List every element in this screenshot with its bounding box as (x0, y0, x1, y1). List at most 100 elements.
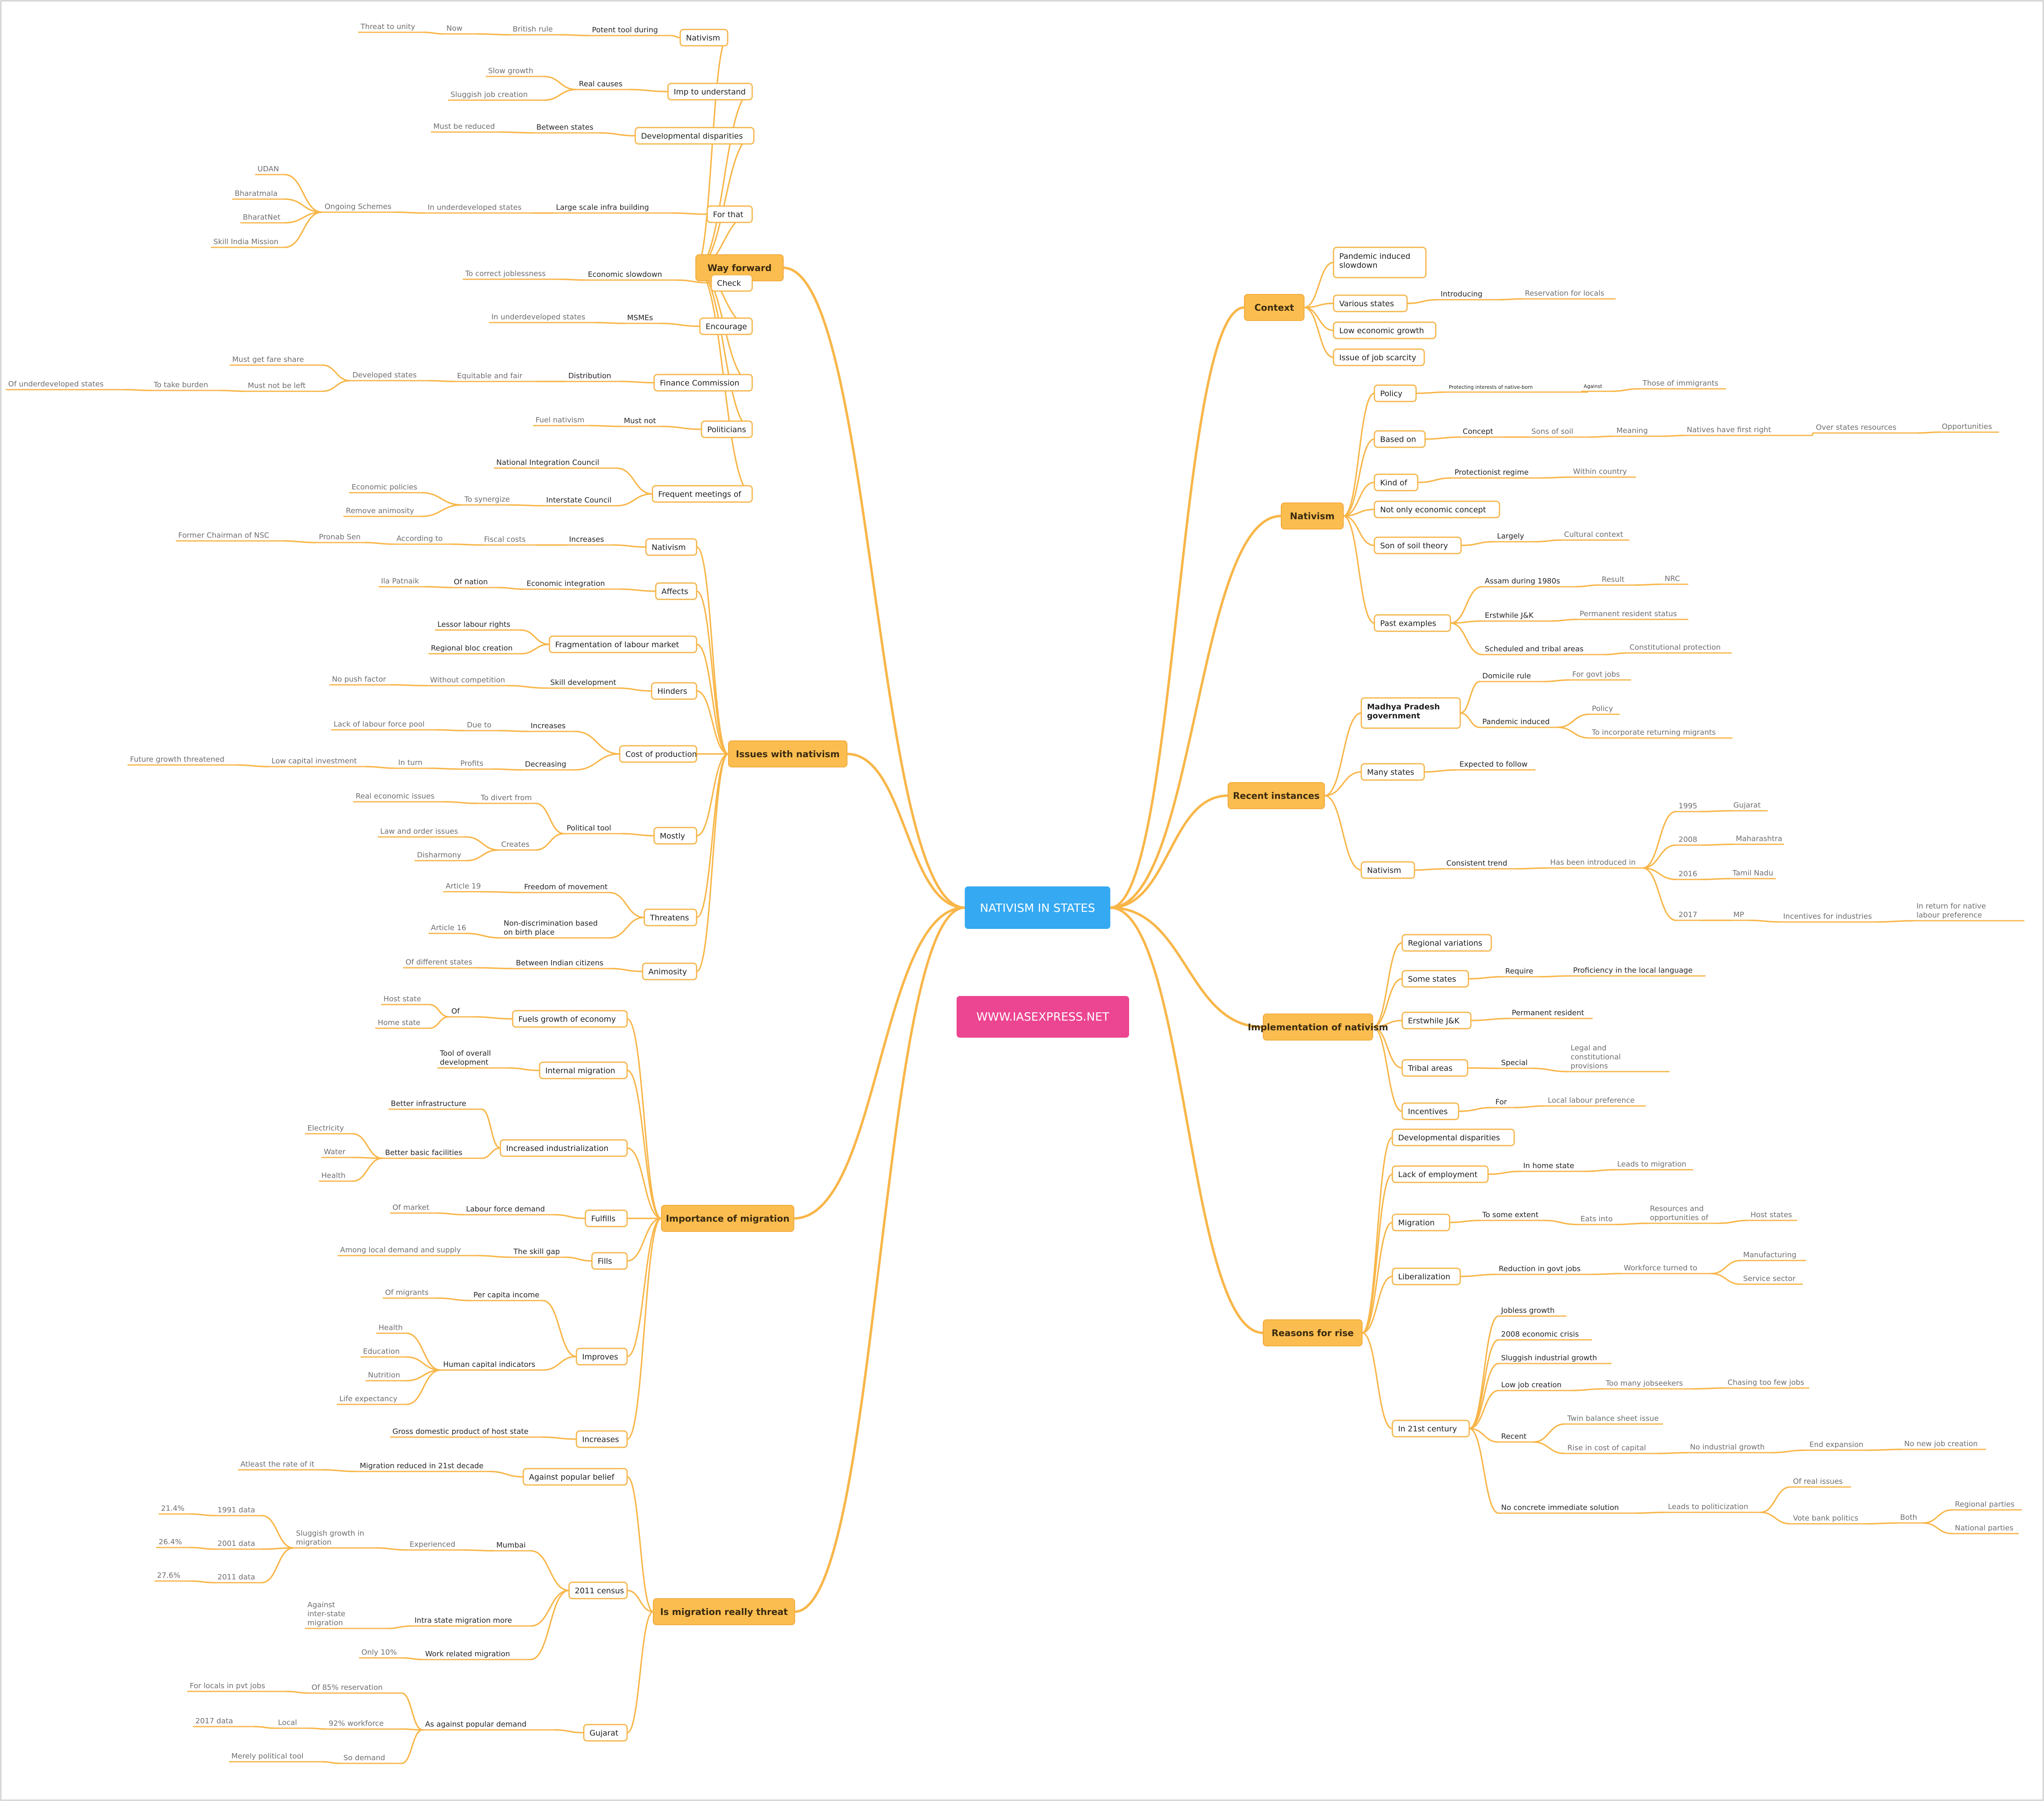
leaf-nat_bo_opp: Opportunities (1942, 422, 1992, 431)
connector-ion (1110, 906, 1264, 1028)
topic-iss_thr[interactable] (643, 908, 697, 926)
branch-iss[interactable] (728, 740, 847, 767)
branch-rfr[interactable] (1263, 1319, 1363, 1346)
topic-wf_pol[interactable] (701, 420, 753, 438)
leaf-wf_pol_mn: Must not (624, 417, 656, 425)
topic-iss_frag[interactable] (549, 635, 697, 653)
topic-iss_nat[interactable] (645, 538, 697, 556)
topic-nat_noec[interactable] (1374, 500, 1500, 518)
topic-ctx_leg[interactable] (1333, 321, 1437, 339)
leaf-iss_most_rei: Real economic issues (356, 792, 435, 801)
topic-nat_sst[interactable] (1374, 536, 1462, 554)
connector-iss_cop_inc (574, 731, 620, 755)
topic-iss_ani[interactable] (642, 962, 697, 980)
leaf-imp_fge_hs: Host state (383, 995, 421, 1003)
topic-wf_nat[interactable] (679, 29, 728, 47)
leaf-ri_mp_dr: Domicile rule (1482, 672, 1531, 680)
topic-imp_inc[interactable] (576, 1430, 628, 1448)
topic-rfr_loe[interactable] (1392, 1165, 1489, 1183)
connector-ctx_vs_int (1407, 299, 1439, 304)
connector-ion_inc (1372, 1026, 1403, 1112)
branch-imp[interactable] (661, 1205, 794, 1232)
topic-ri_nat[interactable] (1360, 861, 1415, 879)
topic-thr_guj[interactable] (583, 1724, 628, 1742)
leaf-rfr_21_jg: Jobless growth (1501, 1306, 1555, 1315)
connector-ri_mah (1701, 843, 1734, 846)
topic-nat_pe[interactable] (1374, 614, 1451, 632)
connector-wf_ft_lsi (672, 212, 708, 215)
leaf-wf_nat_thr: Threat to unity (360, 22, 415, 31)
leaf-thr_guj_flp: For locals in pvt jobs (190, 1682, 265, 1690)
topic-rfr_mig[interactable] (1392, 1213, 1450, 1231)
branch-thr[interactable] (653, 1598, 795, 1625)
connector-iss_thr_a19 (480, 891, 522, 893)
topic-nat_pol[interactable] (1374, 384, 1417, 402)
topic-label-imp_fge: Fuels growth of economy (518, 1015, 616, 1024)
leaf-ion_inc_llp: Local labour preference (1548, 1096, 1635, 1105)
leaf-wf_fc_mgfs: Must get fare share (232, 355, 304, 364)
topic-imp_im[interactable] (539, 1061, 628, 1079)
topic-imp_ful[interactable] (585, 1209, 628, 1227)
connector-wf_fm_isc (616, 493, 653, 507)
topic-ri_mp[interactable] (1360, 697, 1461, 729)
branch-nat[interactable] (1281, 502, 1344, 529)
root-node[interactable] (965, 886, 1110, 929)
topic-label-nat_pe: Past examples (1380, 619, 1436, 628)
branch-ri[interactable] (1228, 782, 1325, 809)
topic-thr_apb[interactable] (522, 1468, 628, 1486)
topic-iss_cop[interactable] (619, 745, 697, 763)
topic-imp_fge[interactable] (512, 1010, 628, 1028)
topic-imp_ii[interactable] (500, 1139, 628, 1157)
topic-wf_fc[interactable] (653, 374, 753, 392)
branch-ion[interactable] (1263, 1014, 1373, 1041)
connector-rfr_21_rp (1923, 1509, 1953, 1524)
connector-thr_cen_d91 (261, 1515, 294, 1549)
topic-nat_bo[interactable] (1374, 430, 1426, 448)
leaf-iss_nat_inc: Increases (569, 535, 604, 544)
topic-thr_cen[interactable] (568, 1581, 628, 1599)
topic-imp_fil[interactable] (591, 1252, 628, 1270)
topic-wf_fm[interactable] (652, 485, 753, 503)
topic-ctx_pis[interactable] (1333, 247, 1427, 278)
topic-ri_ms[interactable] (1360, 763, 1425, 781)
connector-imp_fil_alds (477, 1255, 511, 1258)
topic-rfr_21[interactable] (1392, 1420, 1470, 1438)
topic-wf_ft[interactable] (706, 205, 753, 223)
topic-iss_most[interactable] (653, 827, 697, 845)
node-boxes (500, 29, 1515, 1742)
topic-ion_jk[interactable] (1401, 1012, 1472, 1029)
leaf-wf_fc_ds: Developed states (352, 371, 417, 379)
topic-ion_inc[interactable] (1401, 1102, 1459, 1120)
leaf-wf_dev_mbr: Must be reduced (433, 122, 495, 131)
leaf-rfr_21_ctfj: Chasing too few jobs (1728, 1378, 1804, 1387)
connector-rfr_21_ltp (1635, 1512, 1666, 1514)
connector-thr_cen_v01 (190, 1547, 215, 1550)
topic-rfr_lib[interactable] (1392, 1267, 1461, 1285)
topic-imp_impr[interactable] (576, 1348, 628, 1366)
topic-label-nat_ko: Kind of (1380, 478, 1408, 487)
topic-rfr_dd[interactable] (1392, 1128, 1515, 1146)
topic-wf_enc[interactable] (699, 317, 753, 335)
topic-iss_hin[interactable] (651, 682, 697, 700)
topic-ion_ss[interactable] (1401, 970, 1469, 988)
topic-iss_aff[interactable] (655, 582, 697, 600)
topic-label-iss_most: Mostly (660, 832, 685, 841)
topic-wf_dev[interactable] (634, 127, 755, 145)
topic-wf_imp[interactable] (667, 83, 753, 101)
topic-ion_rv[interactable] (1401, 934, 1492, 952)
connector-rfr_mig (1362, 1222, 1393, 1334)
branch-label-wf: Way forward (708, 263, 772, 274)
connector-iss_cop_it (429, 767, 458, 770)
leaf-wf_dev_bs: Between states (536, 123, 593, 132)
topic-ion_ta[interactable] (1401, 1059, 1468, 1077)
topic-ctx_vs[interactable] (1333, 294, 1408, 312)
topic-ctx_ijs[interactable] (1333, 348, 1425, 366)
topic-wf_chk[interactable] (710, 274, 753, 292)
topic-label-wf_pol: Politicians (707, 425, 746, 434)
leaf-nat_pe_jk: Erstwhile J&K (1485, 611, 1534, 620)
topic-nat_ko[interactable] (1374, 473, 1419, 491)
leaf-thr_guj_2017: 2017 data (195, 1717, 233, 1725)
branch-ctx[interactable] (1244, 294, 1304, 321)
